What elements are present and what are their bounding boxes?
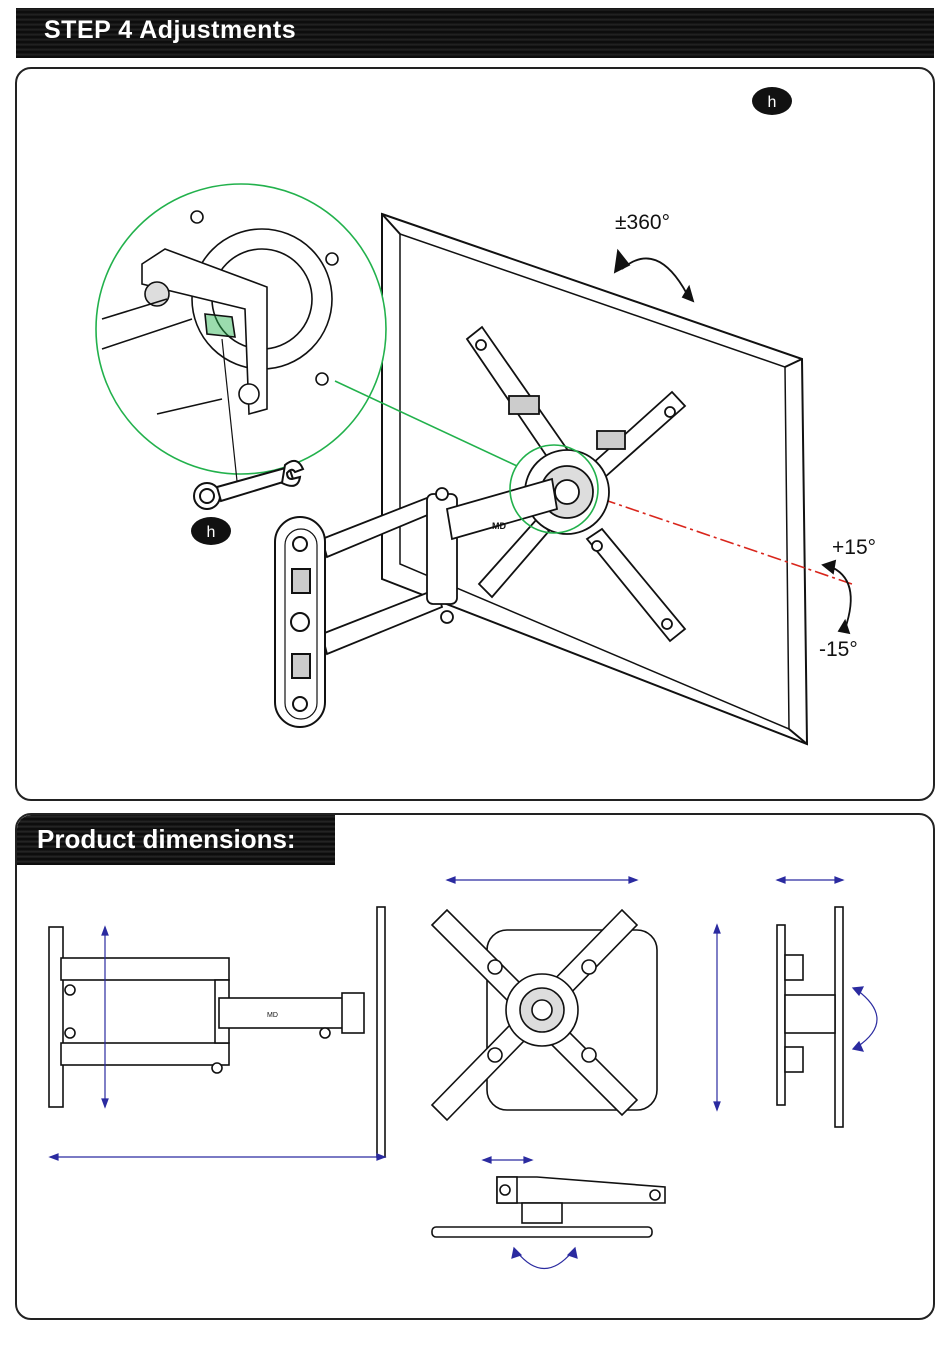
tool-badge-top: h: [752, 87, 792, 115]
rotation-arrow: [615, 251, 693, 301]
wall-plate: [275, 517, 325, 727]
arm-logo: MD: [492, 521, 506, 531]
profile-view-drawing: [777, 907, 843, 1127]
tilt-up-label: +15°: [832, 536, 876, 559]
front-view-drawing: [432, 910, 657, 1120]
tool-badge-top-label: h: [768, 94, 777, 111]
step-banner: STEP 4 Adjustments: [16, 8, 934, 58]
dimensions-panel: Product dimensions: MD: [15, 813, 935, 1320]
top-view-drawing: [432, 1177, 665, 1237]
svg-text:MD: MD: [267, 1012, 278, 1019]
rotation-label: ±360°: [615, 211, 670, 234]
adjustments-illustration: MD: [17, 69, 933, 799]
tilt-down-label: -15°: [819, 638, 858, 661]
tool-badge-wrench-label: h: [207, 524, 216, 541]
tilt-arrow: [823, 561, 851, 633]
adjustments-panel: MD: [15, 67, 935, 801]
tool-badge-wrench: h: [191, 517, 231, 545]
step-title: STEP 4 Adjustments: [44, 16, 296, 45]
side-view-drawing: MD: [49, 907, 385, 1157]
dimensions-drawings: MD: [17, 815, 933, 1318]
